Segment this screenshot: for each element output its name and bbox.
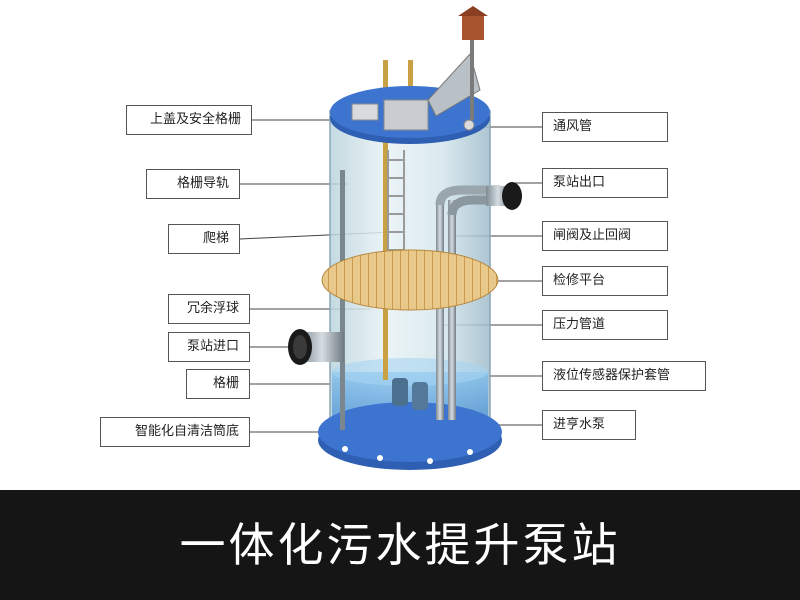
label-level-sensor-sleeve: 液位传感器保护套管 (542, 361, 706, 391)
label-ladder: 爬梯 (168, 224, 240, 254)
diagram-canvas: 上盖及安全格栅 格栅导轨 爬梯 冗余浮球 泵站进口 格栅 智能化自清洁筒底 通风… (100, 6, 706, 470)
pump-station-illustration (239, 6, 542, 470)
label-vent-pipe: 通风管 (542, 112, 668, 142)
label-submersible-pump: 进亨水泵 (542, 410, 636, 440)
label-station-inlet: 泵站进口 (168, 332, 250, 362)
label-redundant-float: 冗余浮球 (168, 294, 250, 324)
caption-bar: 一体化污水提升泵站 (0, 490, 800, 600)
top-lid (330, 52, 490, 144)
inlet-pipe (288, 329, 344, 365)
caption-title: 一体化污水提升泵站 (179, 518, 621, 572)
label-gate-check-valve: 闸阀及止回阀 (542, 221, 668, 251)
label-self-cleaning-bottom: 智能化自清洁筒底 (100, 417, 250, 447)
vent-pipe (458, 6, 488, 131)
outlet-pipe (486, 182, 522, 210)
label-grid-guide-rail: 格栅导轨 (146, 169, 240, 199)
label-maintenance-platform: 检修平台 (542, 266, 668, 296)
label-top-cover-safety-grid: 上盖及安全格栅 (126, 105, 252, 135)
label-grid: 格栅 (186, 369, 250, 399)
label-station-outlet: 泵站出口 (542, 168, 668, 198)
ladder (387, 150, 405, 262)
maintenance-platform (321, 249, 499, 311)
submersible-pumps (392, 378, 428, 410)
label-pressure-pipe: 压力管道 (542, 310, 668, 340)
bottom-flange (318, 402, 502, 470)
